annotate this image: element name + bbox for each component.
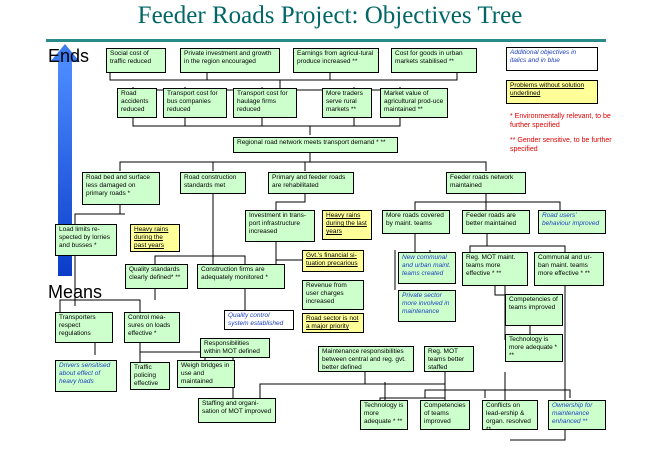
means-ends-arrow <box>50 44 80 276</box>
node-private-invest: Private investment and growth in the reg… <box>180 48 280 73</box>
node-heavy-rains-2: Heavy rains during the last years <box>322 210 372 240</box>
node-more-roads: More roads covered by maint. teams <box>382 210 450 234</box>
legend-gender-note: ** Gender sensitive, to be further speci… <box>510 137 612 153</box>
node-competencies-1: Competencies of teams improved <box>505 294 563 326</box>
node-feeder-better: Feeder roads are better maintained <box>462 210 530 234</box>
node-construction-std: Road construction standards met <box>180 172 246 194</box>
node-investment: Investment in trans-port infrastructure … <box>245 210 315 242</box>
legend-problems: Problems without solution underlined <box>506 80 598 104</box>
node-control: Control mea-sures on loads effective * <box>124 312 180 343</box>
node-new-communal: New communal and urban maint. teams crea… <box>398 252 456 284</box>
node-reg-mot-staffed: Reg. MOT teams better staffed <box>424 346 474 372</box>
node-heavy-rains-1: Heavy rains during the past years <box>130 224 180 252</box>
node-revenue: Revenue from user charges increased <box>302 280 364 310</box>
node-reg-mot-maint: Reg. MOT maint. teams more effective * *… <box>462 252 528 286</box>
means-label: Means <box>48 282 103 302</box>
node-gvt-financial: Gvt.'s financial si-tuation precarious <box>302 250 364 272</box>
node-staffing: Staffing and organi-sation of MOT improv… <box>198 398 276 423</box>
node-traffic-police: Traffic policing effective <box>130 362 170 390</box>
node-competencies-2: Competencies of teams improved <box>420 400 470 430</box>
node-load-limits: Load limits re-spected by lorries and bu… <box>55 224 117 256</box>
node-road-sector: Road sector is not a major priority <box>302 313 364 333</box>
node-cost-goods: Cost for goods in urban markets stabilis… <box>391 48 477 73</box>
node-market-value: Market value of agricultural prod-uce ma… <box>380 88 448 118</box>
node-private-sector: Private sector more involved in maintena… <box>398 290 456 322</box>
title-divider <box>46 39 606 42</box>
legend-env-note: * Environmentally relevant, to be furthe… <box>510 113 611 129</box>
legend-additional: Additional objectives in italics and in … <box>506 47 598 71</box>
node-regional-network: Regional road network meets transport de… <box>233 137 398 153</box>
node-drivers: Drivers sensitised about effect of heavy… <box>55 360 117 392</box>
node-earnings: Earnings from agricul-tural produce incr… <box>293 48 379 73</box>
node-maint-resp: Maintenance responsibilities between cen… <box>318 346 414 372</box>
node-conflicts: Conflicts on lead-ership & organ. resolv… <box>482 400 538 430</box>
node-transport-bus: Transport cost for bus companies reduced <box>163 88 227 118</box>
node-road-accidents: Road accidents reduced <box>117 88 157 118</box>
node-transporters: Transporters respect regulations <box>55 312 113 343</box>
node-tech-2: Technology is more adequate * ** <box>360 400 408 430</box>
node-feeder-maintained: Feeder roads network maintained <box>446 172 526 194</box>
node-more-traders: More traders serve rural markets ** <box>322 88 372 118</box>
node-ownership: Ownership for maintenance enhanced ** <box>548 400 606 430</box>
node-quality-std: Quality standards clearly defined* ** <box>125 264 188 289</box>
node-construction-firms: Construction firms are adequately monito… <box>197 264 285 289</box>
node-social-cost: Social cost of traffic reduced <box>106 48 166 73</box>
node-transport-haul: Transport cost for haulage firms reduced <box>233 88 297 118</box>
node-communal-urban: Communal and ur-ban maint. teams more ef… <box>534 252 604 286</box>
page-title: Feeder Roads Project: Objectives Tree <box>137 2 523 29</box>
ends-label: Ends <box>48 46 90 66</box>
node-quality-control: Quality control system established <box>224 310 294 330</box>
node-road-bed: Road bed and surface less damaged on pri… <box>82 172 160 205</box>
node-resp-mot: Responsibilities within MOT defined <box>200 338 270 358</box>
node-tech-1: Technology is more adequate * ** <box>505 334 563 362</box>
node-users-behaviour: Road users' behaviour improved <box>538 210 606 234</box>
node-weigh-bridges: Weigh bridges in use and maintained <box>177 360 235 388</box>
node-primary-feeder: Primary and feeder roads are rehabilitat… <box>268 172 354 194</box>
